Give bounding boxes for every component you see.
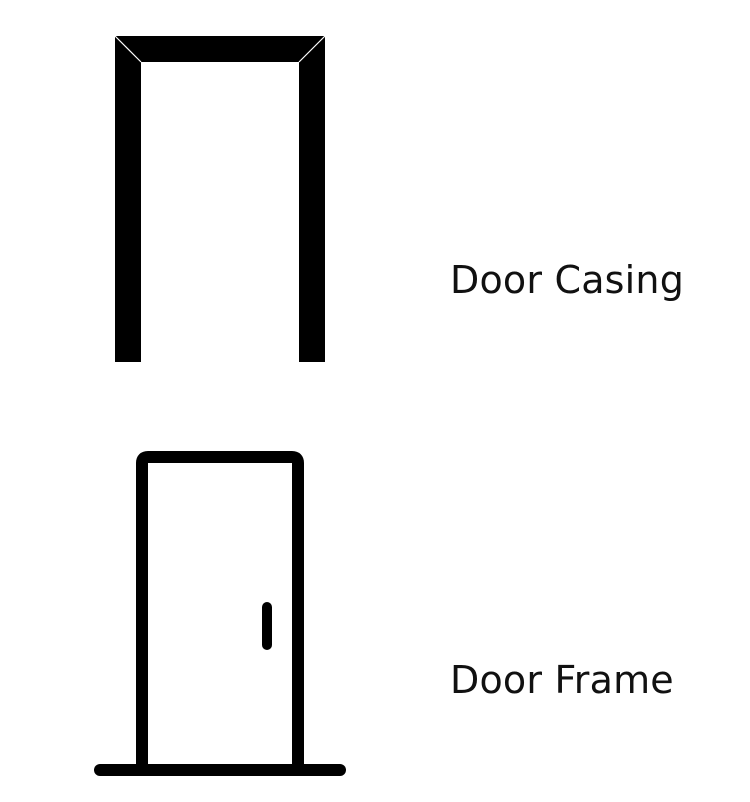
door-frame-icon [94,451,346,776]
door-frame-label: Door Frame [450,658,674,702]
door-casing-label: Door Casing [450,258,685,302]
door-casing-icon [114,35,326,362]
